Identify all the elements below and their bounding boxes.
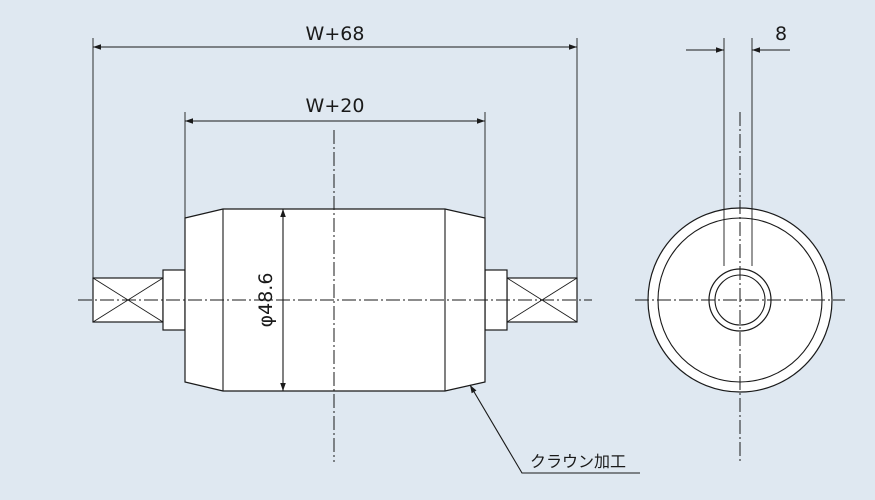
- side-view: 8: [635, 23, 845, 462]
- shaft-flat-dimension: 8: [686, 23, 790, 53]
- front-view: W+68 W+20 φ48.6 クラウン加工: [78, 23, 640, 474]
- roller-body: [184, 208, 486, 392]
- crown-leader: クラウン加工: [469, 384, 640, 474]
- roller-width-dimension: W+20: [184, 95, 486, 218]
- overall-width-label: W+68: [306, 23, 365, 45]
- roller-width-label: W+20: [306, 95, 365, 117]
- overall-width-dimension: W+68: [92, 23, 578, 278]
- diameter-dimension: φ48.6: [255, 209, 286, 391]
- shaft-flat-label: 8: [775, 23, 787, 45]
- diameter-label: φ48.6: [255, 273, 277, 328]
- crown-processing-label: クラウン加工: [530, 452, 626, 471]
